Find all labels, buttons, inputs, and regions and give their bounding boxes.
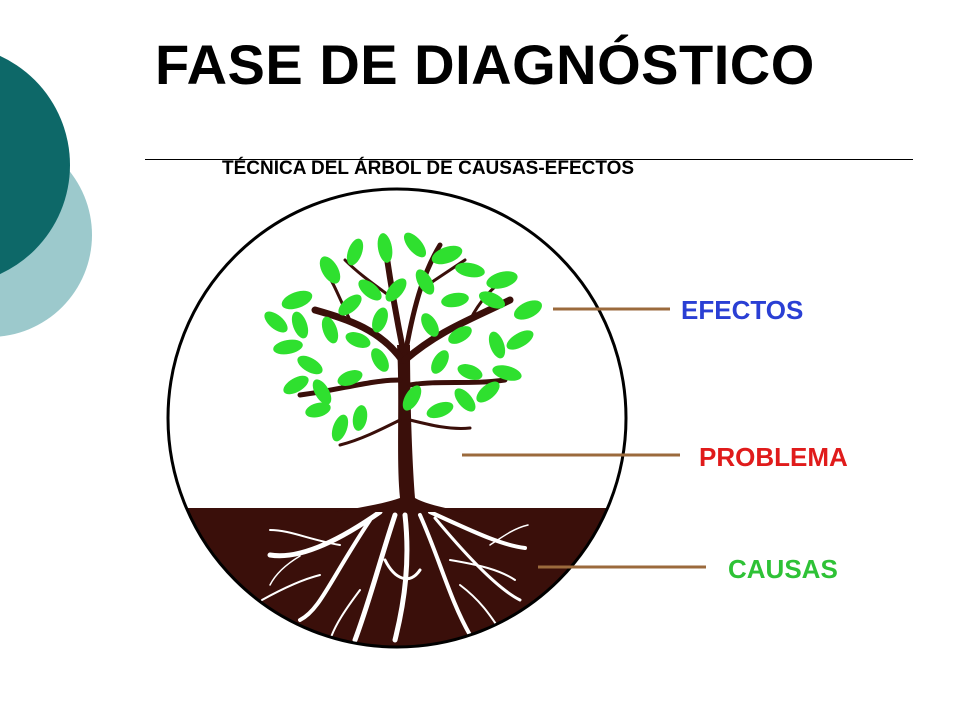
page-title: FASE DE DIAGNÓSTICO — [155, 33, 815, 96]
soil — [168, 508, 626, 647]
diagram-circle — [166, 187, 628, 649]
deco-circle-dark — [0, 55, 70, 275]
title-divider — [145, 159, 913, 160]
efectos-label: EFECTOS — [681, 295, 804, 325]
roots — [261, 509, 529, 643]
leaves — [264, 232, 543, 442]
trunk — [335, 345, 465, 512]
page-subtitle: TÉCNICA DEL ÁRBOL DE CAUSAS-EFECTOS — [222, 158, 635, 179]
decorative-circles — [0, 55, 92, 337]
problema-label: PROBLEMA — [699, 442, 848, 472]
causas-label: CAUSAS — [728, 554, 838, 584]
